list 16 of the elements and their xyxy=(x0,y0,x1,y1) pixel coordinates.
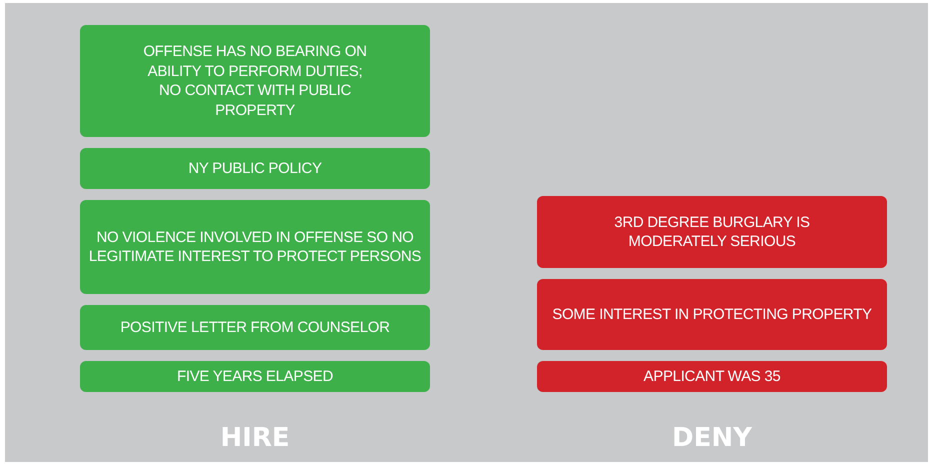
reason-card xyxy=(80,361,430,392)
reason-text: 3RD DEGREE BURGLARY IS MODERATELY SERIOUS xyxy=(613,212,811,252)
reason-card xyxy=(537,196,887,268)
reason-text: OFFENSE HAS NO BEARING ON ABILITY TO PERFORM DUTIES; NO CONTACT WITH PUBLIC PROPERTY xyxy=(142,42,368,120)
reason-text: NO VIOLENCE INVOLVED IN OFFENSE SO NO LEGITIMATE INTEREST TO PROTECT PERSONS xyxy=(88,228,422,266)
reason-text: POSITIVE LETTER FROM COUNSELOR xyxy=(120,318,390,338)
reason-card xyxy=(537,361,887,392)
reason-text: SOME INTEREST IN PROTECTING PROPERTY xyxy=(552,304,872,324)
reason-text: NY PUBLIC POLICY xyxy=(188,158,322,178)
reason-card xyxy=(80,305,430,350)
reason-text: APPLICANT WAS 35 xyxy=(644,366,780,386)
reason-card xyxy=(537,279,887,350)
reason-text: FIVE YEARS ELAPSED xyxy=(176,366,334,386)
reason-card xyxy=(80,148,430,189)
reason-card xyxy=(80,200,430,294)
reason-card xyxy=(80,25,430,137)
